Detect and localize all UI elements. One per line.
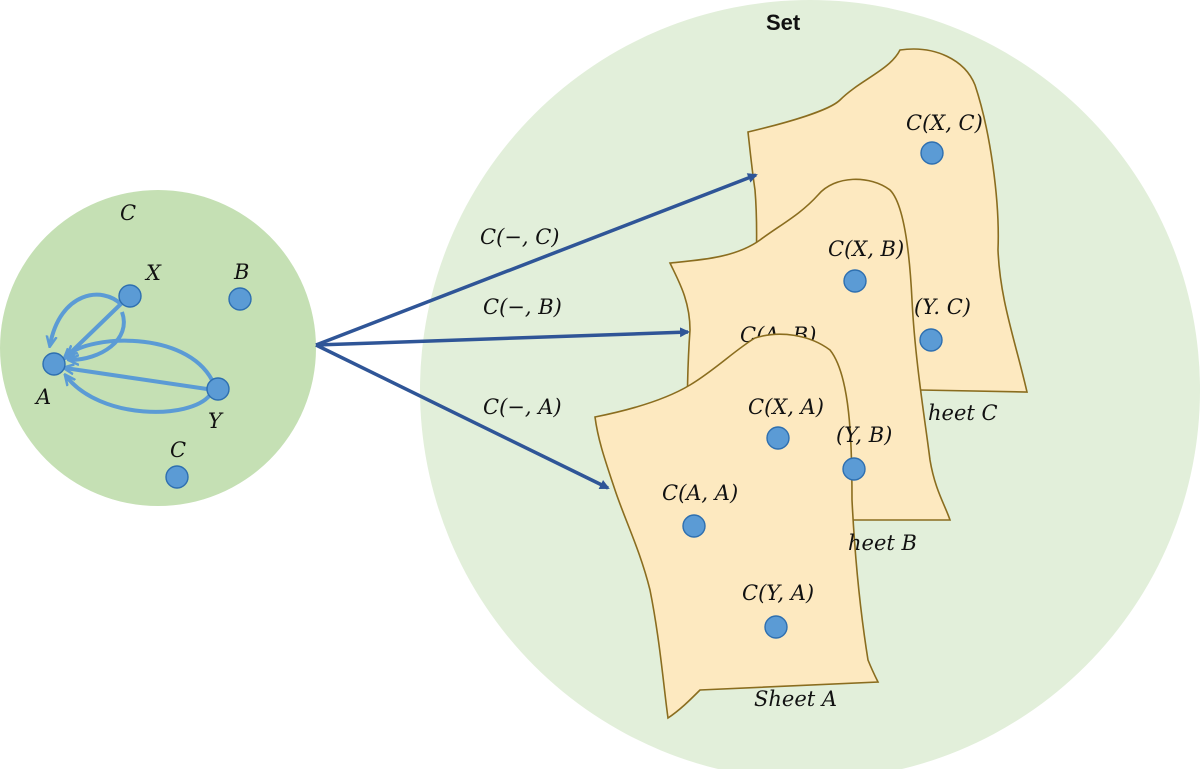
- sheet-b-element-x-node: [843, 269, 867, 293]
- object-a-node: [42, 352, 66, 376]
- sheet-a-caption: Sheet A: [754, 687, 837, 711]
- object-b-node: [228, 287, 252, 311]
- sheet-a-element-y: C(Y, A): [742, 581, 814, 605]
- functor-label-b: C(−, B): [483, 295, 562, 319]
- morphisms: [50, 292, 214, 414]
- functor-label-c: C(−, C): [480, 225, 559, 249]
- sheet-b-element-y-node: [842, 457, 866, 481]
- set-label: Set: [766, 10, 801, 35]
- object-y-node: [206, 377, 230, 401]
- category-label: C: [120, 201, 136, 225]
- object-c-label: C: [170, 438, 186, 462]
- sheet-a-element-a-node: [682, 514, 706, 538]
- sheet-c-element-x-node: [920, 141, 944, 165]
- functor-arrow-b: [315, 327, 690, 347]
- functor-arrow-a: [315, 343, 610, 490]
- morphism-y-to-a-upper: [68, 338, 214, 381]
- morphism-y-to-a-lower: [66, 376, 212, 414]
- object-b-label: B: [233, 260, 249, 284]
- functor-label-a: C(−, A): [483, 395, 562, 419]
- sheet-c-element-y-node: [919, 328, 943, 352]
- category-circle: [0, 190, 316, 506]
- sheet-b-element-x: C(X, B): [828, 237, 904, 261]
- sheet-c-caption: heet C: [928, 401, 998, 425]
- object-x-node: [118, 284, 142, 308]
- sheet-c-element-x: C(X, C): [906, 111, 983, 135]
- sheet-a-element-a: C(A, A): [662, 481, 738, 505]
- sheet-a: C(X, A) C(A, A) C(Y, A) Sheet A: [594, 333, 880, 720]
- sheet-b-element-y: (Y, B): [836, 423, 892, 447]
- object-x-label: X: [144, 261, 162, 285]
- sheet-b-caption: heet B: [848, 531, 917, 555]
- morphism-x-to-a-loop: [50, 292, 124, 345]
- sheet-a-element-x: C(X, A): [748, 395, 824, 419]
- object-y-label: Y: [208, 409, 224, 433]
- morphism-y-to-a-straight: [65, 368, 208, 391]
- object-c-node: [165, 465, 189, 489]
- sheet-a-element-x-node: [766, 426, 790, 450]
- sheet-a-element-y-node: [764, 615, 788, 639]
- object-a-label: A: [34, 385, 51, 409]
- sheet-c-element-y: (Y. C): [914, 295, 971, 319]
- sheet-a-shape: [594, 333, 880, 720]
- morphism-x-to-a-curve: [70, 311, 126, 360]
- functor-arrows: [315, 173, 758, 490]
- functor-arrow-c: [315, 173, 758, 347]
